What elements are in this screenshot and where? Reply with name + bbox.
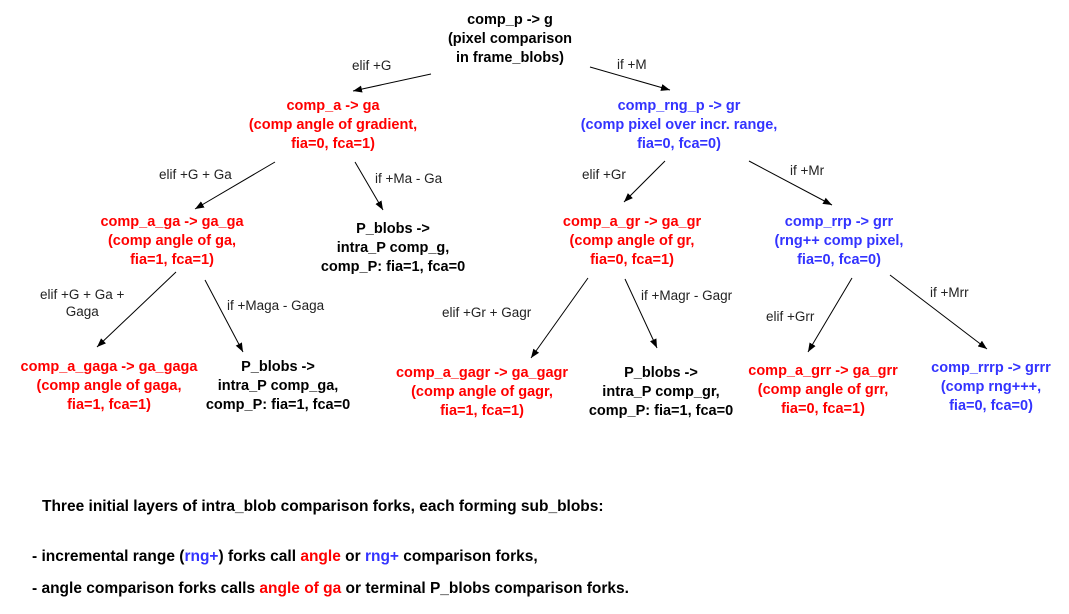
- node-line: comp_P: fia=1, fca=0: [320, 259, 466, 275]
- edge-label-elif-g-ga: elif +G + Ga: [159, 167, 232, 182]
- edge-arrow-comp-rng-p-comp-rrp: [748, 160, 833, 206]
- node-line: (comp angle of gr,: [569, 233, 695, 249]
- edge-label-if-magr-gagr: if +Magr - Gagr: [641, 288, 733, 303]
- node-p-blobs-g: P_blobs -> intra_P comp_g, comp_P: fia=1…: [321, 220, 465, 277]
- notes-highlight-rng: rng+: [184, 548, 219, 565]
- node-comp-a-gaga: comp_a_gaga -> ga_gaga (comp angle of ga…: [21, 358, 198, 415]
- notes-highlight-angle: angle: [300, 548, 341, 565]
- edge-label-elif-gr-gagr: elif +Gr + Gagr: [442, 305, 532, 320]
- edge-arrow-comp-a-gr-comp-a-gagr: [530, 277, 589, 359]
- node-line: P_blobs ->: [241, 359, 315, 375]
- node-line: P_blobs ->: [356, 221, 430, 237]
- edge-label-if-m: if +M: [617, 57, 647, 72]
- node-p-blobs-ga: P_blobs -> intra_P comp_ga, comp_P: fia=…: [206, 358, 350, 415]
- edge-label-if-maga-gaga: if +Maga - Gaga: [227, 298, 325, 313]
- edge-label-line: Gaga: [65, 304, 99, 319]
- node-comp-a-grr: comp_a_grr -> ga_grr (comp angle of grr,…: [748, 362, 898, 419]
- node-line: in frame_blobs): [456, 50, 564, 66]
- notes-text: - incremental range (: [32, 548, 185, 565]
- edge-arrow-comp-rrp-comp-a-grr: [807, 277, 853, 353]
- edge-arrow-comp-rng-p-comp-a-gr: [623, 160, 666, 203]
- node-line: comp_a -> ga: [286, 98, 380, 114]
- edge-label-if-mr: if +Mr: [790, 163, 825, 178]
- notes-text: comparison forks,: [398, 548, 538, 565]
- edge-label-elif-grr: elif +Grr: [766, 309, 815, 324]
- node-line: comp_a_gr -> ga_gr: [562, 214, 702, 230]
- edge-label-if-mrr: if +Mrr: [930, 285, 969, 300]
- node-line: (rng++ comp pixel,: [774, 233, 904, 249]
- node-line: (comp angle of gagr,: [411, 384, 553, 400]
- edge-label-elif-g: elif +G: [352, 58, 392, 73]
- notes-text: - angle comparison forks calls: [32, 580, 260, 597]
- node-line: intra_P comp_gr,: [602, 384, 720, 400]
- node-line: fia=0, fca=1): [291, 136, 375, 152]
- node-line: comp_p -> g: [467, 12, 553, 28]
- notes-highlight-angle-of-ga: angle of ga: [259, 580, 342, 597]
- node-line: fia=0, fca=1): [781, 401, 865, 417]
- node-line: fia=0, fca=0): [637, 136, 721, 152]
- node-line: P_blobs ->: [624, 365, 698, 381]
- notes-title: Three initial layers of intra_blob compa…: [42, 498, 604, 515]
- node-line: comp_P: fia=1, fca=0: [588, 403, 734, 419]
- notes-text: ) forks call: [218, 548, 301, 565]
- node-line: fia=0, fca=1): [590, 252, 674, 268]
- node-line: comp_P: fia=1, fca=0: [205, 397, 351, 413]
- node-line: comp_rng_p -> gr: [617, 98, 741, 114]
- node-line: fia=1, fca=1): [130, 252, 214, 268]
- node-line: fia=0, fca=0): [797, 252, 881, 268]
- node-comp-rrp: comp_rrp -> grr (rng++ comp pixel, fia=0…: [775, 213, 904, 270]
- node-line: comp_rrp -> grr: [784, 214, 894, 230]
- node-line: intra_P comp_ga,: [217, 378, 339, 394]
- node-line: intra_P comp_g,: [336, 240, 450, 256]
- node-comp-rrrp: comp_rrrp -> grrr (comp rng+++, fia=0, f…: [931, 359, 1051, 416]
- node-p-blobs-gr: P_blobs -> intra_P comp_gr, comp_P: fia=…: [589, 364, 733, 421]
- node-line: (comp rng+++,: [940, 379, 1042, 395]
- node-line: (pixel comparison: [447, 31, 573, 47]
- node-line: comp_a_gagr -> ga_gagr: [395, 365, 569, 381]
- node-line: comp_a_grr -> ga_grr: [748, 363, 898, 379]
- node-comp-a-ga: comp_a_ga -> ga_ga (comp angle of ga, fi…: [100, 213, 243, 270]
- node-line: comp_rrrp -> grrr: [931, 360, 1051, 376]
- node-comp-p: comp_p -> g (pixel comparison in frame_b…: [448, 11, 572, 68]
- edge-label-elif-gr: elif +Gr: [582, 167, 626, 182]
- node-line: comp_a_ga -> ga_ga: [100, 214, 244, 230]
- node-comp-rng-p: comp_rng_p -> gr (comp pixel over incr. …: [581, 97, 778, 154]
- node-line: fia=1, fca=1): [67, 397, 151, 413]
- notes-text: or terminal P_blobs comparison forks.: [341, 580, 629, 597]
- notes-text: or: [340, 548, 365, 565]
- node-line: fia=0, fca=0): [949, 398, 1033, 414]
- node-line: (comp angle of gaga,: [36, 378, 182, 394]
- edge-arrow-comp-a-ga-p-blobs-ga: [204, 279, 244, 353]
- edge-arrow-comp-a-ga-comp-a-gaga: [96, 271, 177, 348]
- edge-arrow-comp-rrp-comp-rrrp: [889, 274, 988, 350]
- node-line: fia=1, fca=1): [440, 403, 524, 419]
- edge-label-line: elif +G + Ga +: [40, 287, 125, 302]
- edge-arrow-root-comp-a: [352, 73, 432, 93]
- node-comp-a: comp_a -> ga (comp angle of gradient, fi…: [249, 97, 417, 154]
- node-comp-a-gagr: comp_a_gagr -> ga_gagr (comp angle of ga…: [396, 364, 568, 421]
- edge-arrow-comp-a-comp-a-ga: [194, 161, 276, 210]
- node-line: (comp pixel over incr. range,: [580, 117, 778, 133]
- edge-label-if-ma-ga: if +Ma - Ga: [375, 171, 443, 186]
- notes-line-angle: - angle comparison forks calls angle of …: [32, 580, 629, 598]
- node-line: (comp angle of ga,: [107, 233, 237, 249]
- edge-label-elif-g-ga-gaga: elif +G + Ga + Gaga: [40, 286, 124, 320]
- edge-arrow-root-comp-rng-p: [589, 66, 671, 91]
- node-comp-a-gr: comp_a_gr -> ga_gr (comp angle of gr, fi…: [563, 213, 701, 270]
- notes-highlight-rng: rng+: [364, 548, 399, 565]
- node-line: comp_a_gaga -> ga_gaga: [20, 359, 198, 375]
- edge-arrow-comp-a-gr-p-blobs-gr: [624, 278, 658, 349]
- edge-arrow-comp-a-p-blobs-g: [354, 161, 384, 211]
- node-line: (comp angle of gradient,: [248, 117, 418, 133]
- node-line: (comp angle of grr,: [757, 382, 889, 398]
- notes-line-rng: - incremental range (rng+) forks call an…: [32, 548, 538, 566]
